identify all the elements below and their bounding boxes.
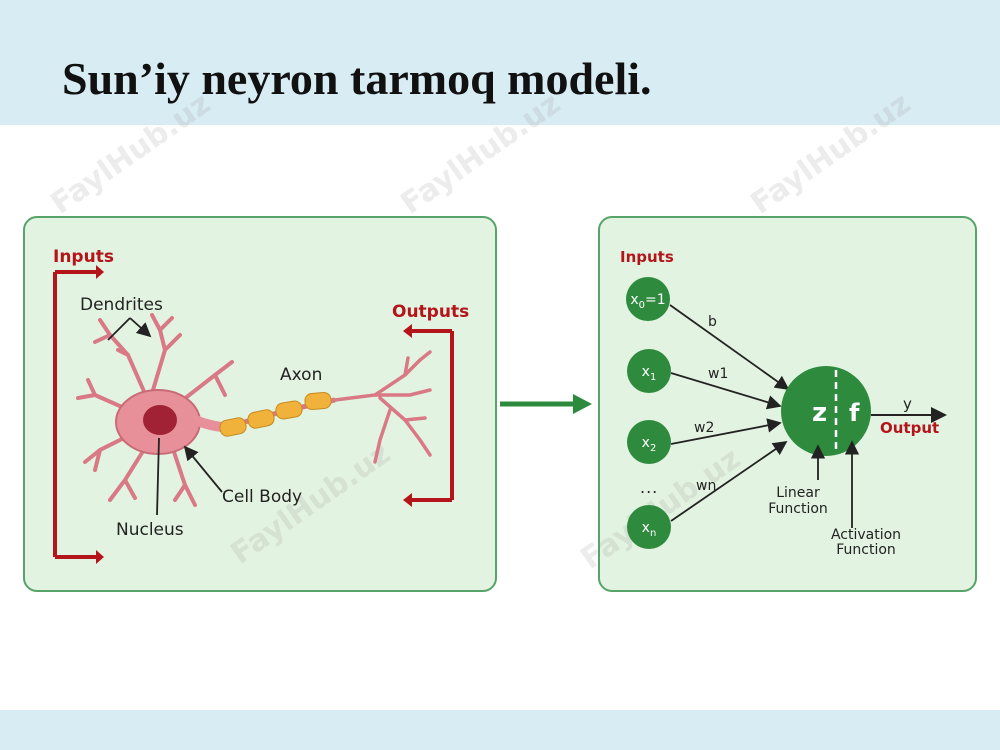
weight-label: b [708, 314, 717, 330]
weight-edge [670, 418, 782, 445]
ann-inputs-label: Inputs [620, 248, 674, 266]
inputs-label: Inputs [53, 247, 114, 267]
weight-label: w2 [694, 420, 714, 436]
weight-edge [670, 372, 782, 410]
input-node-label: xn [642, 520, 657, 539]
slide-title: Sun’iy neyron tarmoq modeli. [62, 53, 652, 104]
footer-band [0, 710, 1000, 750]
activation-symbol: f [849, 399, 860, 427]
input-node-label: x1 [642, 364, 657, 383]
watermark: FaylHub.uz [395, 86, 567, 221]
biological-neuron-panel [23, 216, 497, 592]
outputs-label: Outputs [392, 302, 469, 322]
nucleus-pointer [156, 437, 160, 516]
watermark: FaylHub.uz [745, 86, 917, 221]
transition-arrow [500, 394, 592, 414]
input-node-label: x0=1 [630, 292, 665, 311]
output-symbol: y [903, 395, 912, 413]
axon-label: Axon [280, 365, 322, 385]
input-node [627, 420, 671, 464]
input-nodes: x0=1 x1 x2 xn [626, 277, 671, 549]
ellipsis: ... [640, 478, 658, 497]
neuron-circle [781, 366, 871, 456]
cell-body-pointer [183, 445, 223, 493]
linear-label-line2: Function [768, 501, 828, 517]
weight-connections: b w1 w2 wn [669, 304, 790, 522]
activation-label-line2: Function [836, 542, 896, 558]
dendrites-label: Dendrites [80, 295, 163, 315]
output-label: Output [880, 419, 939, 437]
dendrites-pointer [107, 317, 150, 340]
axon-terminals [333, 350, 432, 464]
input-node-label: x2 [642, 435, 657, 454]
weight-edge [670, 440, 788, 522]
nucleus-label: Nucleus [116, 520, 184, 540]
sum-symbol: z [812, 398, 827, 428]
cell-body-label: Cell Body [222, 487, 302, 507]
nucleus [143, 405, 177, 435]
watermark: FaylHub.uz [45, 86, 217, 221]
linear-label-line1: Linear [776, 485, 820, 501]
activation-label-line1: Activation [831, 527, 901, 543]
input-node [627, 505, 671, 549]
axon [219, 391, 336, 437]
input-node [626, 277, 670, 321]
inputs-bracket [53, 265, 104, 564]
weight-label: w1 [708, 366, 728, 382]
header-band [0, 0, 1000, 125]
weight-edge [669, 304, 790, 391]
weight-label: wn [696, 478, 716, 494]
input-node [627, 349, 671, 393]
outputs-bracket [403, 324, 454, 507]
